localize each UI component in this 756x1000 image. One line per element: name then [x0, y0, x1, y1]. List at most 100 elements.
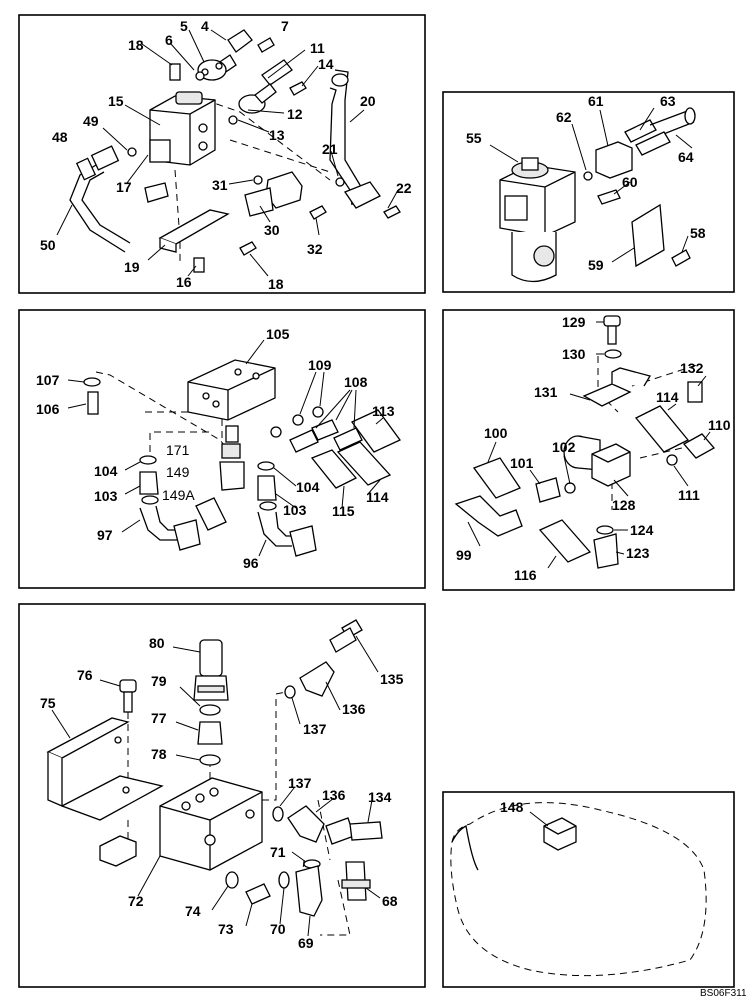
label-14: 14 [318, 56, 334, 72]
label-136-lower: 136 [322, 787, 346, 803]
label-100: 100 [484, 425, 508, 441]
label-132: 132 [680, 360, 704, 376]
label-30: 30 [264, 222, 280, 238]
valve-block-72 [159, 777, 263, 871]
label-12: 12 [287, 106, 303, 122]
label-104-right: 104 [296, 479, 320, 495]
label-17: 17 [116, 179, 132, 195]
label-80: 80 [149, 635, 165, 651]
label-55: 55 [466, 130, 482, 146]
label-77: 77 [151, 710, 167, 726]
label-11: 11 [310, 40, 325, 56]
label-103-left: 103 [94, 488, 118, 504]
label-22: 22 [396, 180, 412, 196]
pressure-sensor-4 [197, 29, 253, 81]
panel-valve-assembly-2: 105 109 108 113 107 106 171 149 149A 104… [18, 309, 426, 589]
label-171: 171 [166, 442, 190, 458]
label-114-r: 114 [656, 389, 679, 405]
label-61: 61 [588, 93, 604, 109]
label-76: 76 [77, 667, 93, 683]
label-129: 129 [562, 314, 586, 330]
label-116: 116 [514, 567, 537, 583]
label-70: 70 [270, 921, 286, 937]
label-16: 16 [176, 274, 192, 290]
label-6: 6 [165, 32, 173, 48]
label-19: 19 [124, 259, 140, 275]
label-58: 58 [690, 225, 706, 241]
label-109: 109 [308, 357, 332, 373]
label-7: 7 [281, 18, 289, 34]
label-131: 131 [534, 384, 558, 400]
label-74: 74 [185, 903, 201, 919]
label-137-upper: 137 [303, 721, 327, 737]
bracket-75 [46, 717, 164, 821]
label-108: 108 [344, 374, 368, 390]
label-49: 49 [83, 113, 99, 129]
label-124: 124 [630, 522, 654, 538]
panel-valve-assembly-4: 80 76 79 75 77 78 135 136 137 137 136 13… [18, 603, 426, 988]
label-48: 48 [52, 129, 68, 145]
label-136-upper: 136 [342, 701, 366, 717]
label-106: 106 [36, 401, 60, 417]
label-113: 113 [372, 403, 395, 419]
label-79: 79 [151, 673, 167, 689]
label-63: 63 [660, 93, 676, 109]
label-13: 13 [269, 127, 285, 143]
panel-valve-assembly-1: 18 6 5 4 7 11 14 12 13 20 15 49 48 17 31… [18, 14, 426, 294]
label-137-lower: 137 [288, 775, 312, 791]
label-130: 130 [562, 346, 586, 362]
label-18b: 18 [268, 276, 284, 292]
label-71: 71 [270, 844, 286, 860]
label-50: 50 [40, 237, 56, 253]
label-148: 148 [500, 799, 524, 815]
label-31: 31 [212, 177, 228, 193]
label-96: 96 [243, 555, 259, 571]
filter-head [499, 157, 576, 283]
label-128: 128 [612, 497, 636, 513]
label-123: 123 [626, 545, 650, 561]
manifold-block [149, 91, 216, 166]
sensor-80 [193, 639, 229, 701]
label-115: 115 [332, 503, 355, 519]
label-69: 69 [298, 935, 314, 951]
panel-filter-assembly: 55 62 61 63 64 60 58 59 [442, 91, 735, 293]
label-135: 135 [380, 671, 404, 687]
label-134: 134 [368, 789, 392, 805]
label-101: 101 [510, 455, 534, 471]
label-75: 75 [40, 695, 56, 711]
label-103-right: 103 [283, 502, 307, 518]
label-107: 107 [36, 372, 60, 388]
label-64: 64 [678, 149, 694, 165]
label-149a: 149A [162, 487, 195, 503]
solenoid-valve-128 [563, 435, 631, 487]
label-20: 20 [360, 93, 376, 109]
label-4: 4 [201, 18, 209, 34]
label-102: 102 [552, 439, 576, 455]
label-5: 5 [180, 18, 188, 34]
label-15: 15 [108, 93, 124, 109]
label-99: 99 [456, 547, 472, 563]
label-105: 105 [266, 326, 290, 342]
label-72: 72 [128, 893, 144, 909]
label-110: 110 [708, 417, 731, 433]
valve-block-105 [187, 359, 276, 421]
label-21: 21 [322, 141, 338, 157]
pressure-sensor-11 [238, 59, 293, 114]
label-59: 59 [588, 257, 604, 273]
drawing-code: BS06F311 [700, 988, 747, 999]
label-18: 18 [128, 37, 144, 53]
label-111: 111 [678, 487, 700, 503]
panel-connector: 148 [442, 791, 735, 988]
label-149: 149 [166, 464, 190, 480]
panel-valve-assembly-3: 129 130 131 132 114 110 100 102 101 111 … [442, 309, 735, 591]
label-62: 62 [556, 109, 572, 125]
label-114: 114 [366, 489, 389, 505]
label-104-left: 104 [94, 463, 118, 479]
label-97: 97 [97, 527, 113, 543]
label-68: 68 [382, 893, 398, 909]
label-32: 32 [307, 241, 323, 257]
label-78: 78 [151, 746, 167, 762]
label-73: 73 [218, 921, 234, 937]
label-60: 60 [622, 174, 638, 190]
